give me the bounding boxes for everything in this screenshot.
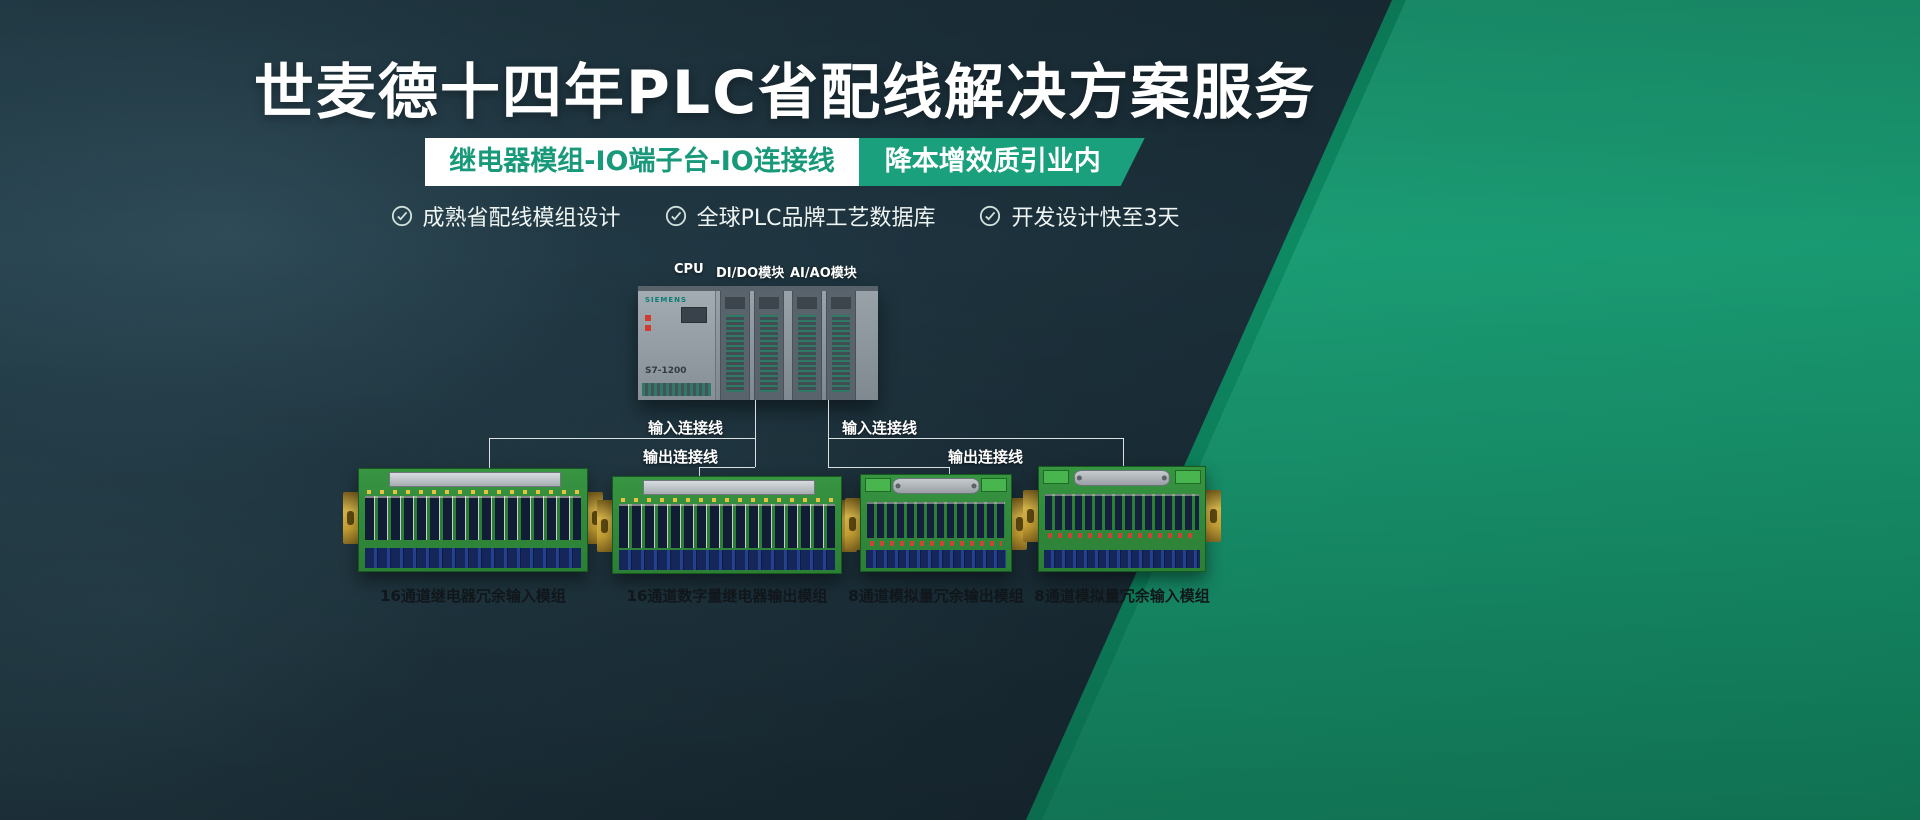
terminal-row	[866, 550, 1006, 568]
cable-line	[755, 400, 756, 467]
cable-line	[699, 467, 755, 468]
terminal-row	[1044, 550, 1200, 568]
check-circle-icon	[391, 205, 413, 227]
feature-list: 成熟省配线模组设计 全球PLC品牌工艺数据库 开发设计快至3天	[0, 200, 1570, 232]
idc-connector	[389, 472, 561, 487]
page-title: 世麦德十四年PLC省配线解决方案服务	[253, 58, 1317, 128]
relay-row	[365, 496, 581, 540]
terminal-row	[365, 548, 581, 568]
ribbon: 继电器模组-IO端子台-IO连接线 降本增效质引业内	[0, 138, 1570, 186]
component-row	[367, 490, 579, 494]
cable-label-output-left: 输出连接线	[643, 448, 719, 466]
cable-label-output-right: 输出连接线	[948, 448, 1024, 466]
plc-dido-label: DI/DO模块	[716, 266, 785, 281]
dsub-connector	[1073, 470, 1171, 486]
plc-aiao-label: AI/AO模块	[790, 266, 857, 281]
feature-label: 开发设计快至3天	[1011, 206, 1180, 231]
cable-line	[489, 438, 755, 439]
relay-row	[867, 502, 1005, 538]
pcb-board	[1038, 466, 1206, 572]
dsub-connector	[892, 478, 980, 494]
plc-illustration: CPU DI/DO模块 AI/AO模块 SIEMENS S7-1200	[628, 252, 880, 400]
ribbon-slogan-label: 降本增效质引业内	[859, 138, 1145, 186]
relay-row	[619, 504, 835, 548]
plc-led-indicators	[645, 315, 651, 321]
plc-display	[681, 307, 707, 323]
pcb-board	[860, 474, 1012, 572]
plc-io-slot	[792, 291, 822, 400]
feature-label: 成熟省配线模组设计	[422, 206, 621, 231]
component-row	[621, 498, 833, 502]
plc-io-slot	[720, 291, 750, 400]
ribbon-product-label: 继电器模组-IO端子台-IO连接线	[425, 138, 859, 186]
cable-line	[828, 467, 950, 468]
pcb-board	[612, 476, 842, 574]
terminal-row	[619, 550, 835, 570]
terminal-block	[1043, 470, 1069, 484]
module-caption: 8通道模拟量冗余输出模组	[848, 587, 1024, 605]
plc-cpu-section: SIEMENS S7-1200	[638, 291, 716, 400]
component-row	[1048, 533, 1196, 538]
terminal-block	[865, 478, 891, 492]
plc-io-slot	[754, 291, 784, 400]
pcb-module-8ch-output	[845, 474, 1027, 572]
plc-model-text: S7-1200	[645, 366, 687, 376]
pcb-module-8ch-input	[1023, 466, 1221, 572]
feature-label: 全球PLC品牌工艺数据库	[696, 206, 936, 231]
feature-item: 全球PLC品牌工艺数据库	[665, 200, 936, 232]
cable-label-input-left: 输入连接线	[648, 419, 724, 437]
check-circle-icon	[665, 205, 687, 227]
cable-line	[949, 467, 950, 474]
check-circle-icon	[979, 205, 1001, 227]
module-caption: 8通道模拟量冗余输入模组	[1034, 587, 1210, 605]
idc-connector	[643, 480, 815, 495]
feature-item: 开发设计快至3天	[979, 200, 1179, 232]
plc-io-slot	[826, 291, 856, 400]
plc-body: SIEMENS S7-1200	[638, 286, 878, 400]
module-caption: 16通道数字量继电器输出模组	[626, 587, 828, 605]
feature-item: 成熟省配线模组设计	[391, 200, 621, 232]
cable-line	[699, 467, 700, 476]
pcb-board	[358, 468, 588, 572]
relay-row	[1045, 494, 1199, 530]
plc-brand-text: SIEMENS	[645, 296, 688, 304]
plc-cpu-label: CPU	[674, 262, 704, 277]
component-row	[870, 541, 1002, 546]
cable-line	[828, 400, 829, 467]
terminal-block	[1175, 470, 1201, 484]
pcb-module-16ch-input	[343, 468, 603, 572]
cable-line	[828, 438, 1124, 439]
terminal-block	[981, 478, 1007, 492]
cable-label-input-right: 输入连接线	[842, 419, 918, 437]
cable-line	[1123, 438, 1124, 466]
module-caption: 16通道继电器冗余输入模组	[380, 587, 566, 605]
cable-line	[489, 438, 490, 468]
pcb-module-16ch-output	[597, 476, 857, 574]
